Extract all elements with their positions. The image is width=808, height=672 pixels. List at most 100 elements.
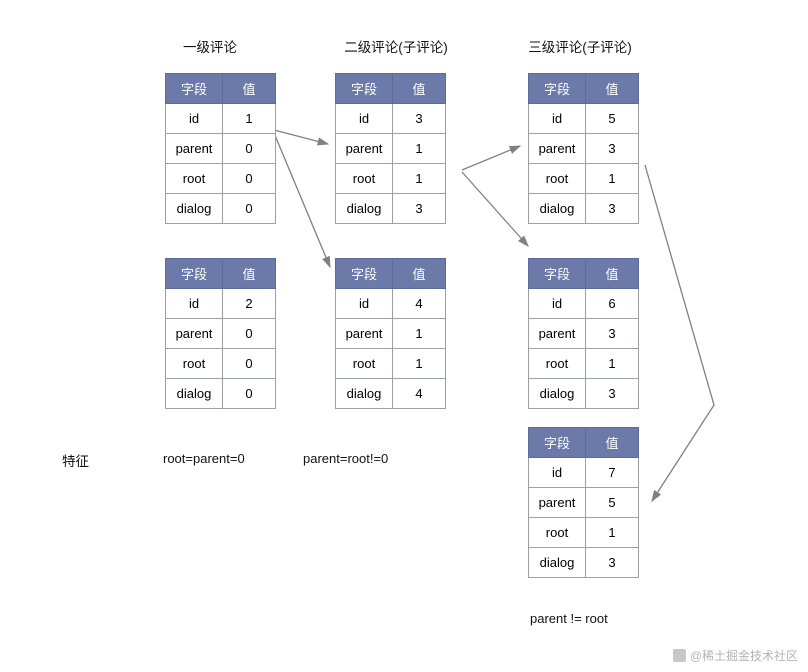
feature-text-col2: parent=root!=0 bbox=[303, 451, 389, 466]
cell-field: id bbox=[528, 103, 586, 134]
table-row: root 1 bbox=[528, 348, 639, 379]
column-title-3: 三级评论(子评论) bbox=[528, 40, 632, 55]
table-comment-4: 字段 值 id 4 parent 1 root 1 dialog 4 bbox=[335, 258, 446, 409]
cell-value: 7 bbox=[585, 457, 639, 488]
feature-label: 特征 bbox=[62, 454, 89, 469]
cell-value: 3 bbox=[585, 547, 639, 578]
watermark-text: @稀土掘金技术社区 bbox=[689, 649, 798, 663]
table-row: root 1 bbox=[528, 517, 639, 548]
column-title-2: 二级评论(子评论) bbox=[344, 40, 448, 55]
cell-field: dialog bbox=[528, 193, 586, 224]
cell-value: 1 bbox=[392, 318, 446, 349]
cell-value: 5 bbox=[585, 487, 639, 518]
cell-field: id bbox=[335, 288, 393, 319]
column-title-1: 一级评论 bbox=[183, 40, 237, 55]
cell-value: 0 bbox=[222, 193, 276, 224]
table-row: id 3 bbox=[335, 103, 446, 134]
table-row: id 1 bbox=[165, 103, 276, 134]
cell-field: parent bbox=[165, 133, 223, 164]
header-value: 值 bbox=[392, 258, 446, 289]
cell-value: 4 bbox=[392, 288, 446, 319]
cell-value: 3 bbox=[392, 193, 446, 224]
table-row: dialog 3 bbox=[528, 378, 639, 409]
cell-value: 3 bbox=[585, 318, 639, 349]
cell-field: root bbox=[335, 348, 393, 379]
cell-field: dialog bbox=[528, 547, 586, 578]
cell-field: parent bbox=[528, 318, 586, 349]
header-value: 值 bbox=[585, 427, 639, 458]
header-field: 字段 bbox=[335, 258, 393, 289]
arrow-t5-t7 bbox=[644, 164, 715, 503]
table-row: root 1 bbox=[335, 348, 446, 379]
table-header-row: 字段 值 bbox=[528, 427, 639, 458]
header-field: 字段 bbox=[528, 427, 586, 458]
cell-field: id bbox=[528, 457, 586, 488]
cell-value: 1 bbox=[585, 163, 639, 194]
cell-field: root bbox=[335, 163, 393, 194]
table-row: root 1 bbox=[335, 163, 446, 194]
cell-field: id bbox=[165, 103, 223, 134]
header-field: 字段 bbox=[165, 73, 223, 104]
table-row: root 0 bbox=[165, 163, 276, 194]
table-comment-3: 字段 值 id 3 parent 1 root 1 dialog 3 bbox=[335, 73, 446, 224]
cell-field: root bbox=[528, 517, 586, 548]
cell-field: dialog bbox=[165, 193, 223, 224]
cell-field: root bbox=[528, 348, 586, 379]
cell-value: 2 bbox=[222, 288, 276, 319]
table-row: parent 0 bbox=[165, 133, 276, 164]
cell-value: 3 bbox=[392, 103, 446, 134]
cell-value: 1 bbox=[392, 348, 446, 379]
cell-field: parent bbox=[165, 318, 223, 349]
table-row: dialog 0 bbox=[165, 378, 276, 409]
table-row: parent 3 bbox=[528, 133, 639, 164]
cell-value: 4 bbox=[392, 378, 446, 409]
cell-value: 3 bbox=[585, 133, 639, 164]
table-row: id 5 bbox=[528, 103, 639, 134]
table-comment-6: 字段 值 id 6 parent 3 root 1 dialog 3 bbox=[528, 258, 639, 409]
table-header-row: 字段 值 bbox=[335, 258, 446, 289]
cell-value: 3 bbox=[585, 193, 639, 224]
cell-field: dialog bbox=[528, 378, 586, 409]
table-header-row: 字段 值 bbox=[335, 73, 446, 104]
table-header-row: 字段 值 bbox=[528, 73, 639, 104]
table-header-row: 字段 值 bbox=[165, 258, 276, 289]
table-row: id 6 bbox=[528, 288, 639, 319]
cell-value: 0 bbox=[222, 318, 276, 349]
cell-field: root bbox=[528, 163, 586, 194]
arrow-t3-t5 bbox=[461, 145, 522, 171]
header-value: 值 bbox=[585, 73, 639, 104]
cell-value: 1 bbox=[392, 163, 446, 194]
header-field: 字段 bbox=[528, 73, 586, 104]
cell-field: root bbox=[165, 348, 223, 379]
cell-field: dialog bbox=[165, 378, 223, 409]
header-field: 字段 bbox=[165, 258, 223, 289]
table-row: id 4 bbox=[335, 288, 446, 319]
cell-value: 6 bbox=[585, 288, 639, 319]
cell-value: 1 bbox=[585, 348, 639, 379]
table-row: root 0 bbox=[165, 348, 276, 379]
cell-value: 0 bbox=[222, 133, 276, 164]
cell-value: 0 bbox=[222, 348, 276, 379]
table-row: parent 3 bbox=[528, 318, 639, 349]
cell-field: id bbox=[335, 103, 393, 134]
cell-value: 1 bbox=[392, 133, 446, 164]
table-comment-5: 字段 值 id 5 parent 3 root 1 dialog 3 bbox=[528, 73, 639, 224]
table-row: dialog 0 bbox=[165, 193, 276, 224]
cell-value: 1 bbox=[222, 103, 276, 134]
table-header-row: 字段 值 bbox=[165, 73, 276, 104]
table-row: parent 1 bbox=[335, 133, 446, 164]
cell-field: dialog bbox=[335, 193, 393, 224]
table-row: dialog 3 bbox=[528, 547, 639, 578]
feature-text-col1: root=parent=0 bbox=[163, 451, 245, 466]
cell-field: id bbox=[165, 288, 223, 319]
cell-field: parent bbox=[528, 487, 586, 518]
cell-value: 0 bbox=[222, 378, 276, 409]
cell-field: parent bbox=[335, 318, 393, 349]
table-comment-7: 字段 值 id 7 parent 5 root 1 dialog 3 bbox=[528, 427, 639, 578]
cell-field: parent bbox=[335, 133, 393, 164]
table-comment-1: 字段 值 id 1 parent 0 root 0 dialog 0 bbox=[165, 73, 276, 224]
table-row: id 7 bbox=[528, 457, 639, 488]
table-row: id 2 bbox=[165, 288, 276, 319]
arrow-t1-t3 bbox=[273, 129, 330, 146]
